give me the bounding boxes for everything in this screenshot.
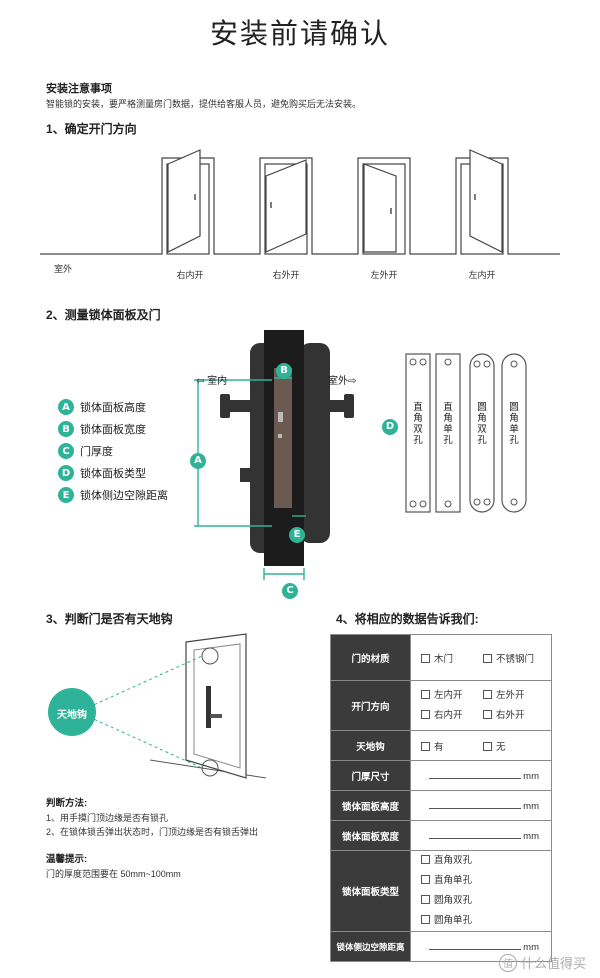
row-hook-label: 天地钩 <box>330 730 411 761</box>
panel-label-4: 圆角单孔 <box>509 402 519 446</box>
door-label-3: 左外开 <box>370 270 398 280</box>
marker-d: D <box>382 418 398 435</box>
row-gap-value[interactable]: mm <box>410 931 552 962</box>
info-form: 门的材质 木门不锈钢门 开门方向 左内开左外开 右内开右外开 天地钩 有无 门厚… <box>330 634 552 962</box>
marker-c: C <box>282 582 298 599</box>
section2-heading: 2、测量锁体面板及门 <box>46 308 161 322</box>
section3-heading: 3、判断门是否有天地钩 <box>46 612 173 626</box>
option-left-in[interactable]: 左内开 <box>421 686 483 706</box>
zhi-logo-icon: 值 <box>498 953 517 972</box>
row-thickness-value[interactable]: mm <box>410 760 552 791</box>
option-type-1[interactable]: 直角双孔 <box>421 851 489 871</box>
panel-label-3: 圆角双孔 <box>477 402 487 446</box>
lock-body-diagram <box>194 330 354 580</box>
page-title: 安装前请确认 <box>209 18 390 49</box>
tip-block: 温馨提示: 门的厚度范围要在 50mm~100mm <box>46 854 181 879</box>
indoor-label: ⇦ 室内 <box>196 376 228 387</box>
row-material-label: 门的材质 <box>330 634 411 681</box>
row-direction-value: 左内开左外开 右内开右外开 <box>410 680 552 731</box>
door-direction-diagram <box>40 149 560 255</box>
section4-heading: 4、将相应的数据告诉我们: <box>336 612 479 626</box>
option-type-3[interactable]: 圆角双孔 <box>421 891 489 911</box>
row-gap-label: 锁体侧边空隙距离 <box>330 931 411 962</box>
option-left-out[interactable]: 左外开 <box>483 686 545 706</box>
option-hook-yes[interactable]: 有 <box>421 739 483 753</box>
section1-heading: 1、确定开门方向 <box>46 122 137 136</box>
row-height-value[interactable]: mm <box>410 790 552 821</box>
option-type-2[interactable]: 直角单孔 <box>421 871 489 891</box>
row-type-label: 锁体面板类型 <box>330 850 411 932</box>
hook-diagram <box>48 633 267 779</box>
row-hook-value: 有无 <box>410 730 552 761</box>
row-height-label: 锁体面板高度 <box>330 790 411 821</box>
hook-label: 天地钩 <box>57 710 87 721</box>
row-direction-label: 开门方向 <box>330 680 411 731</box>
marker-a: A <box>190 452 206 469</box>
door-label-2: 右外开 <box>272 270 300 280</box>
method-block: 判断方法: 1、用手摸门顶边缘是否有锁孔 2、在锁体锁舌弹出状态时，门顶边缘是否… <box>46 798 259 837</box>
option-steel[interactable]: 不锈钢门 <box>483 651 545 665</box>
option-type-4[interactable]: 圆角单孔 <box>421 911 489 931</box>
outside-label: 室外 <box>54 264 73 274</box>
watermark: 值 什么值得买 <box>498 953 586 972</box>
panel-label-2: 直角单孔 <box>443 402 453 446</box>
marker-b: B <box>276 362 292 379</box>
row-type-value: 直角双孔直角单孔 圆角双孔圆角单孔 <box>410 850 552 932</box>
option-wood[interactable]: 木门 <box>421 651 483 665</box>
option-right-out[interactable]: 右外开 <box>483 706 545 726</box>
notice-text: 智能锁的安装，要严格测量房门数据，提供给客服人员，避免购买后无法安装。 <box>46 99 362 109</box>
outdoor-label: 室外⇨ <box>328 376 357 387</box>
panel-label-1: 直角双孔 <box>413 402 423 446</box>
door-label-1: 右内开 <box>176 270 204 280</box>
door-label-4: 左内开 <box>468 270 496 280</box>
row-width-value[interactable]: mm <box>410 820 552 851</box>
option-right-in[interactable]: 右内开 <box>421 706 483 726</box>
row-thickness-label: 门厚尺寸 <box>330 760 411 791</box>
notice-heading: 安装注意事项 <box>46 83 112 95</box>
row-material-value: 木门不锈钢门 <box>410 634 552 681</box>
option-hook-no[interactable]: 无 <box>483 739 545 753</box>
panel-type-shapes <box>405 353 527 513</box>
row-width-label: 锁体面板宽度 <box>330 820 411 851</box>
marker-e: E <box>289 526 305 543</box>
